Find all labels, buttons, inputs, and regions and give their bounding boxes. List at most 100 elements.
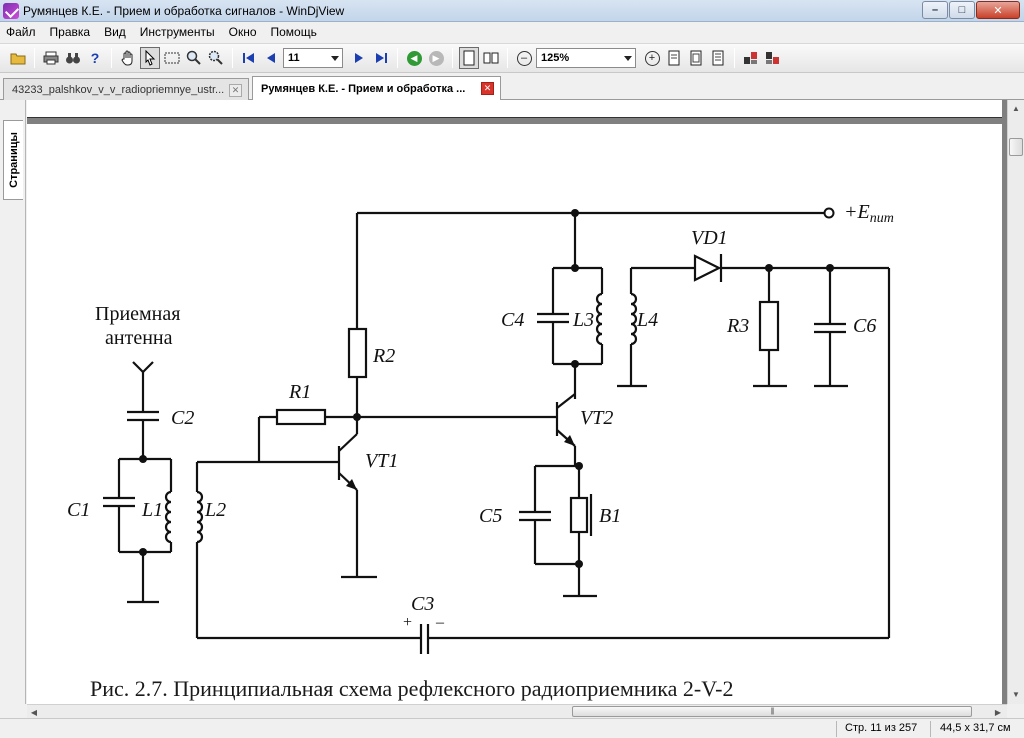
supply-subscript: пит — [870, 211, 894, 226]
menu-view[interactable]: Вид — [104, 25, 126, 39]
menu-edit[interactable]: Правка — [49, 25, 91, 39]
scroll-up-icon[interactable]: ▲ — [1012, 103, 1020, 113]
c3-minus-sign: – — [435, 614, 445, 631]
actual-size-icon[interactable] — [708, 47, 728, 69]
status-divider — [836, 721, 837, 737]
title-bar: Румянцев К.Е. - Прием и обработка сигнал… — [0, 0, 1024, 22]
tab-rumyantsev[interactable]: Румянцев К.Е. - Прием и обработка ... ✕ — [252, 76, 501, 100]
page-number-value: 11 — [288, 52, 300, 64]
label-l4: L4 — [636, 309, 658, 331]
menu-help[interactable]: Помощь — [270, 25, 317, 39]
previous-page-bottom — [27, 100, 1002, 118]
page-number-combo[interactable]: 11 — [283, 48, 343, 68]
toolbar-separator — [734, 48, 735, 68]
label-l1: L1 — [141, 499, 163, 521]
window-controls: – □ ✕ — [922, 1, 1020, 19]
menu-bar: Файл Правка Вид Инструменты Окно Помощь — [0, 22, 1024, 42]
label-r1: R1 — [288, 381, 311, 403]
menu-file[interactable]: Файл — [6, 25, 36, 39]
label-l2: L2 — [204, 499, 226, 521]
zoom-magnifier-icon[interactable] — [184, 47, 204, 69]
supply-terminal — [823, 207, 835, 219]
label-r2: R2 — [372, 345, 395, 367]
toolbar-separator — [111, 48, 112, 68]
tab-label: Румянцев К.Е. - Прием и обработка ... — [261, 82, 466, 95]
toolbar-separator — [452, 48, 453, 68]
c3-plus-sign: + — [403, 614, 412, 631]
side-panel: Страницы — [0, 100, 26, 704]
toolbar-separator — [397, 48, 398, 68]
previous-page-icon[interactable] — [261, 47, 281, 69]
supply-label: +Eпит — [844, 201, 894, 226]
label-c6: C6 — [853, 315, 876, 337]
label-l3: L3 — [572, 309, 594, 331]
find-binoculars-icon[interactable] — [63, 47, 83, 69]
zoom-combo[interactable]: 125% — [536, 48, 636, 68]
close-tab-icon[interactable]: ✕ — [229, 84, 242, 97]
help-question-icon[interactable]: ? — [90, 50, 100, 66]
antenna-label-line1: Приемная — [95, 303, 180, 325]
window-title: Румянцев К.Е. - Прием и обработка сигнал… — [23, 3, 345, 18]
go-forward-icon[interactable]: ▶ — [426, 47, 446, 69]
select-text-tool-icon[interactable] — [140, 47, 160, 69]
next-page-icon[interactable] — [349, 47, 369, 69]
label-c1: C1 — [67, 499, 90, 521]
horizontal-scroll-thumb[interactable]: ||| — [572, 706, 972, 717]
minimize-button[interactable]: – — [922, 1, 948, 19]
chevron-down-icon — [331, 56, 339, 61]
zoom-out-icon[interactable]: – — [514, 47, 534, 69]
document-page: Приемная антенна +Eпит C2 C1 L1 L2 R1 R2… — [27, 124, 1002, 704]
hand-tool-icon[interactable] — [118, 47, 138, 69]
label-c2: C2 — [171, 407, 194, 429]
toolbar-separator — [232, 48, 233, 68]
vertical-scroll-thumb[interactable] — [1009, 138, 1023, 156]
pages-panel-tab[interactable]: Страницы — [3, 120, 23, 200]
print-icon[interactable] — [41, 47, 61, 69]
last-page-icon[interactable] — [371, 47, 391, 69]
toolbar: ? 11 ◀ ▶ – 125% + — [0, 43, 1024, 73]
rotate-right-icon[interactable] — [763, 47, 783, 69]
zoom-value: 125% — [541, 52, 570, 64]
label-vd1: VD1 — [691, 227, 728, 249]
zoom-in-icon[interactable]: + — [642, 47, 662, 69]
document-tab-bar: 43233_palshkov_v_v_radiopriemnye_ustr...… — [0, 74, 1024, 100]
label-c5: C5 — [479, 505, 502, 527]
tab-palshkov[interactable]: 43233_palshkov_v_v_radiopriemnye_ustr...… — [3, 78, 249, 100]
document-view[interactable]: Приемная антенна +Eпит C2 C1 L1 L2 R1 R2… — [27, 100, 1007, 704]
toolbar-separator — [507, 48, 508, 68]
label-r3: R3 — [726, 315, 749, 337]
supply-symbol: +E — [844, 201, 870, 223]
label-c4: C4 — [501, 309, 524, 331]
antenna-label-line2: антенна — [105, 327, 173, 349]
single-page-layout-icon[interactable] — [459, 47, 479, 69]
two-page-layout-icon[interactable] — [481, 47, 501, 69]
status-divider — [930, 721, 931, 737]
pages-panel-label: Страницы — [7, 132, 20, 188]
menu-window[interactable]: Окно — [228, 25, 257, 39]
select-rectangle-icon[interactable] — [162, 47, 182, 69]
close-button[interactable]: ✕ — [976, 1, 1020, 19]
circuit-schematic: Приемная антенна +Eпит C2 C1 L1 L2 R1 R2… — [67, 201, 894, 654]
rotate-left-icon[interactable] — [741, 47, 761, 69]
scroll-left-icon[interactable]: ◀ — [30, 707, 38, 717]
tab-label: 43233_palshkov_v_v_radiopriemnye_ustr... — [12, 83, 225, 96]
zoom-rect-magnifier-icon[interactable] — [206, 47, 226, 69]
close-tab-icon[interactable]: ✕ — [481, 82, 494, 95]
status-page-info: Стр. 11 из 257 — [845, 722, 918, 734]
status-page-size: 44,5 x 31,7 см — [940, 722, 1011, 734]
maximize-button[interactable]: □ — [949, 1, 975, 19]
status-bar: Стр. 11 из 257 44,5 x 31,7 см — [0, 718, 1024, 738]
go-back-icon[interactable]: ◀ — [404, 47, 424, 69]
fit-page-icon[interactable] — [664, 47, 684, 69]
first-page-icon[interactable] — [239, 47, 259, 69]
scroll-right-icon[interactable]: ▶ — [994, 707, 1002, 717]
menu-tools[interactable]: Инструменты — [139, 25, 215, 39]
open-folder-icon[interactable] — [8, 47, 28, 69]
label-c3: C3 — [411, 593, 434, 615]
label-vt2: VT2 — [580, 407, 613, 429]
scroll-down-icon[interactable]: ▼ — [1012, 689, 1020, 699]
horizontal-scrollbar[interactable]: ◀ ||| ▶ — [27, 704, 1007, 718]
vertical-scrollbar[interactable]: ▲ ▼ — [1007, 100, 1024, 704]
fit-width-icon[interactable] — [686, 47, 706, 69]
chevron-down-icon — [624, 56, 632, 61]
